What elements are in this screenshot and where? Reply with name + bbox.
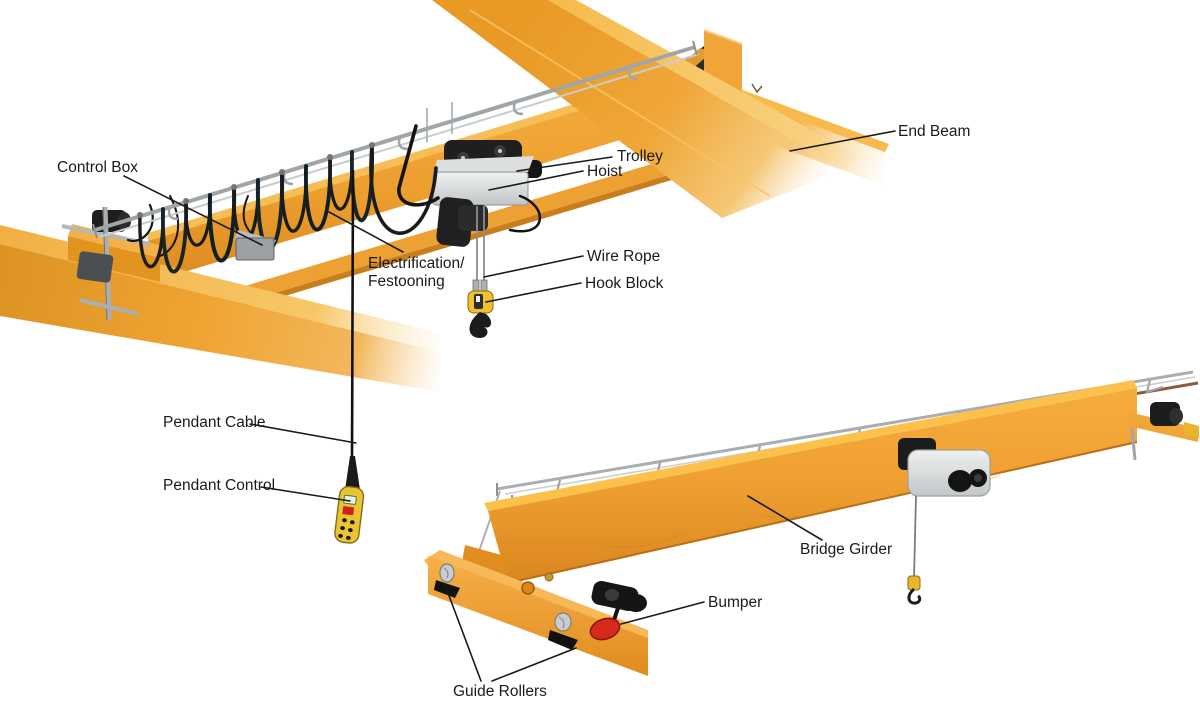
- label-hook-block: Hook Block: [585, 275, 664, 292]
- label-bumper: Bumper: [708, 594, 762, 611]
- leader-hoist: [488, 170, 584, 191]
- lower-hook: [907, 575, 922, 605]
- pendant: [334, 169, 365, 544]
- leader-guide-roller-1: [444, 584, 482, 682]
- control-box-body: [235, 237, 275, 261]
- lower-wire-rope: [913, 495, 917, 579]
- wire-rope-and-hook: [467, 206, 494, 338]
- label-end-beam: End Beam: [898, 123, 970, 140]
- label-trolley: Trolley: [617, 148, 663, 165]
- lower-hoist: [898, 438, 991, 605]
- label-electrification-line1: Electrification/: [368, 255, 465, 272]
- left-end-truck: [61, 195, 180, 321]
- label-pendant-cable: Pendant Cable: [163, 414, 266, 431]
- leader-electrification: [328, 211, 404, 253]
- label-wire-rope: Wire Rope: [587, 248, 660, 265]
- leader-wire-rope: [483, 255, 584, 278]
- leader-lines: [123, 130, 896, 682]
- hoist-body-top: [433, 156, 534, 176]
- right-runway-beam: [432, 0, 862, 218]
- control-box: [234, 195, 276, 261]
- bridge-girder-face: [488, 388, 1137, 583]
- leader-pendant-control: [260, 486, 351, 502]
- label-bridge-girder: Bridge Girder: [800, 541, 892, 558]
- leader-bumper: [620, 601, 705, 625]
- leader-trolley: [516, 156, 613, 172]
- leader-end-beam: [789, 130, 896, 152]
- pendant-strain-relief: [345, 456, 360, 490]
- label-guide-rollers: Guide Rollers: [453, 683, 547, 700]
- festoon-rail: [92, 40, 700, 239]
- guide-roller-rear: [548, 612, 578, 650]
- travel-motor: [591, 580, 647, 612]
- labels: Control Box Trolley Hoist End Beam Elect…: [57, 123, 970, 700]
- leader-hook-block: [485, 282, 582, 303]
- bumper-shape: [589, 617, 621, 641]
- hoist-trolley-assembly: [432, 140, 542, 247]
- front-end-truck: [424, 545, 648, 676]
- label-control-box: Control Box: [57, 159, 138, 176]
- pendant-cable-line: [350, 169, 355, 461]
- leader-control-box: [123, 175, 263, 246]
- end-truck-beam: [428, 556, 648, 676]
- far-end-truck: [1128, 402, 1199, 461]
- label-electrification-line2: Festooning: [368, 273, 445, 290]
- leader-guide-roller-2: [491, 647, 577, 682]
- leader-bridge-girder: [747, 495, 823, 541]
- label-pendant-control: Pendant Control: [163, 477, 275, 494]
- hook: [469, 312, 492, 338]
- label-hoist: Hoist: [587, 163, 623, 180]
- leader-pendant-cable: [249, 423, 357, 444]
- collector-box: [76, 251, 114, 283]
